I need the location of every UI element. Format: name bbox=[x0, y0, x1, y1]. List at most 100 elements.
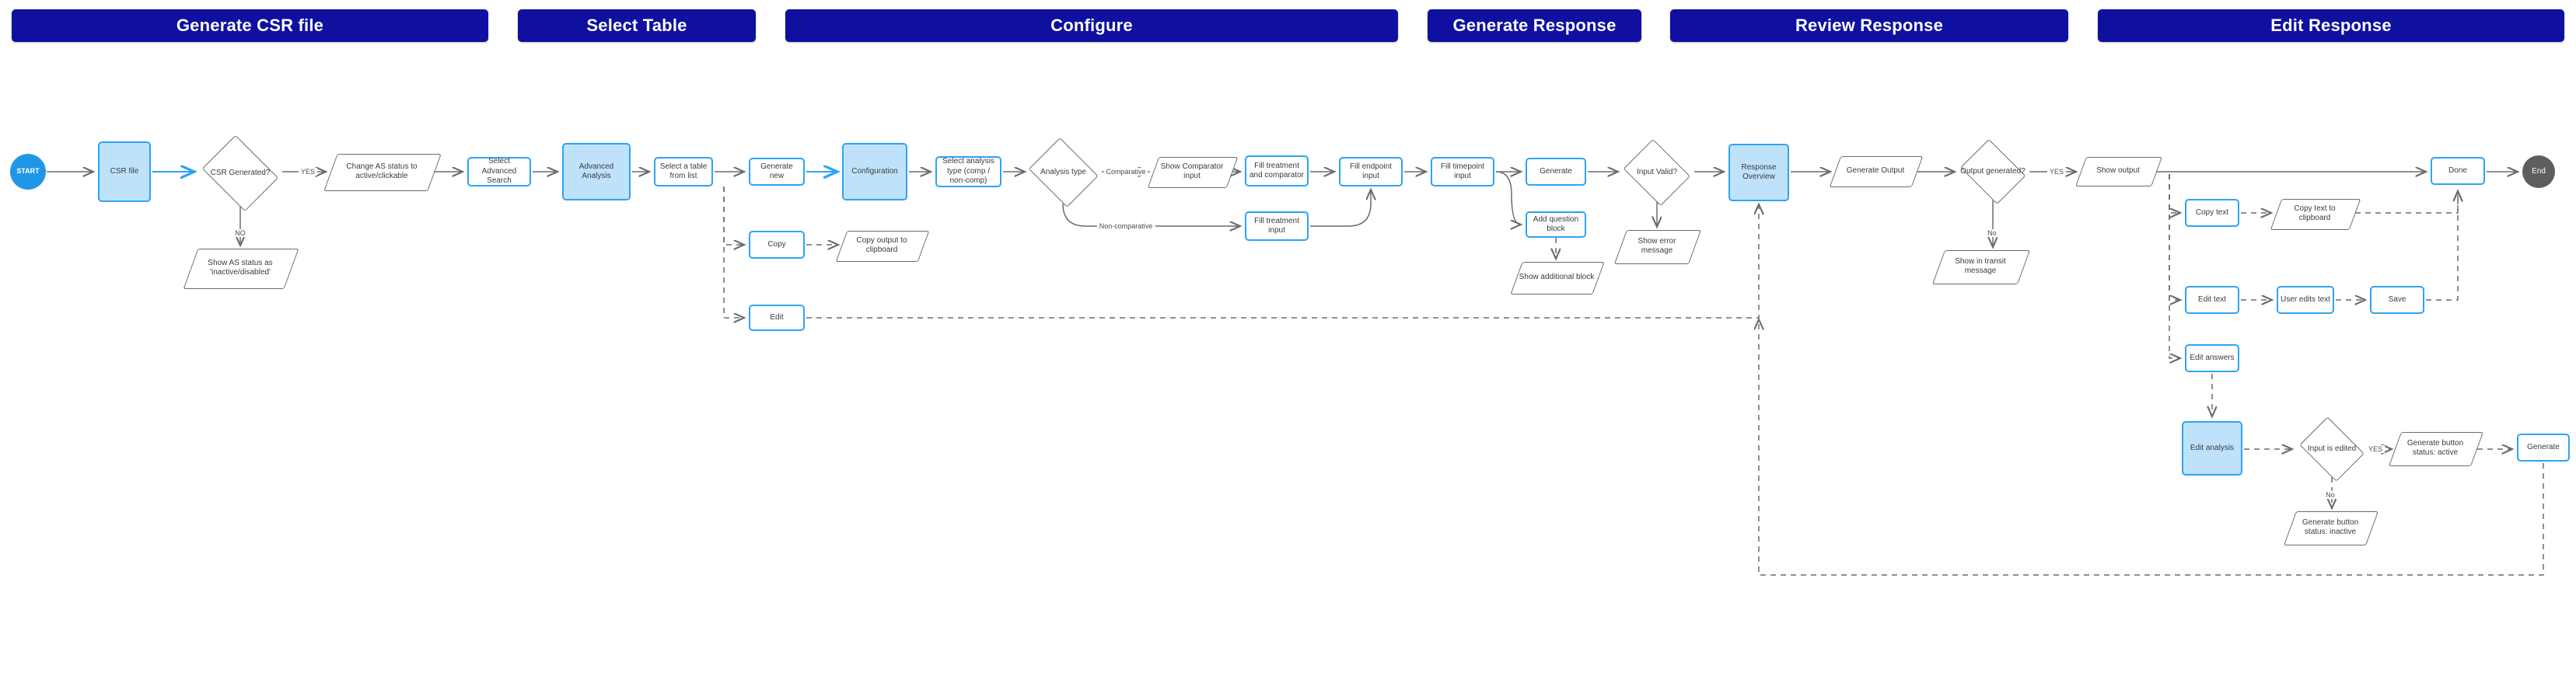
node-generate[interactable]: Generate bbox=[1526, 158, 1586, 186]
node-label: Generate button status: active bbox=[2406, 438, 2464, 458]
node-done[interactable]: Done bbox=[2431, 157, 2485, 185]
phase-banner-generate-csr-file[interactable]: Generate CSR file bbox=[12, 9, 488, 42]
node-output-generated[interactable]: Output generated? bbox=[1958, 138, 2028, 205]
edge-label-input-edited-no: No bbox=[2323, 491, 2337, 499]
node-select-table-from-list[interactable]: Select a table from list bbox=[654, 157, 713, 186]
node-copy-text-clipboard[interactable]: Copy text to clipboard bbox=[2270, 199, 2361, 230]
node-analysis-type[interactable]: Analysis type bbox=[1026, 138, 1100, 207]
node-label: Fill treatment and comparator bbox=[1249, 161, 1305, 180]
node-label: Configuration bbox=[851, 166, 898, 176]
node-label: Edit analysis bbox=[2190, 443, 2235, 452]
node-label: End bbox=[2532, 166, 2546, 176]
node-fill-treatment-comparator[interactable]: Fill treatment and comparator bbox=[1245, 155, 1309, 186]
node-label: Input is edited bbox=[2307, 444, 2357, 453]
node-show-error-message[interactable]: Show error message bbox=[1613, 230, 1702, 264]
edge-label-output-yes: YES bbox=[2046, 168, 2067, 176]
node-label: Generate new bbox=[760, 162, 793, 181]
node-fill-endpoint-input[interactable]: Fill endpoint input bbox=[1339, 157, 1403, 186]
node-generate-output[interactable]: Generate Output bbox=[1829, 156, 1924, 187]
node-label: Analysis type bbox=[1040, 167, 1086, 176]
node-copy-output-clipboard[interactable]: Copy output to clipboard bbox=[835, 231, 930, 262]
node-label: Select analysis type (comp / non-comp) bbox=[942, 157, 994, 186]
node-change-as-active[interactable]: Change AS status to active/clickable bbox=[323, 154, 442, 191]
node-label: User edits text bbox=[2281, 294, 2330, 304]
banner-label: Select Table bbox=[586, 16, 687, 35]
node-edit-analysis[interactable]: Edit analysis bbox=[2182, 421, 2242, 476]
node-label: CSR file bbox=[110, 166, 139, 176]
banner-label: Edit Response bbox=[2270, 16, 2392, 35]
node-label: Save bbox=[2388, 294, 2406, 304]
node-label: Input Valid? bbox=[1636, 167, 1678, 176]
node-edit-text[interactable]: Edit text bbox=[2185, 286, 2239, 314]
banner-label: Generate Response bbox=[1452, 16, 1617, 35]
node-label: Generate button status: inactive bbox=[2302, 517, 2359, 537]
node-label: Edit answers bbox=[2190, 353, 2235, 362]
node-label: Fill timepoint input bbox=[1440, 162, 1485, 181]
node-label: Edit bbox=[770, 312, 784, 322]
node-fill-treatment-input[interactable]: Fill treatment input bbox=[1245, 211, 1309, 241]
node-generate-button-inactive[interactable]: Generate button status: inactive bbox=[2283, 511, 2379, 545]
node-generate-new[interactable]: Generate new bbox=[749, 158, 805, 186]
node-label: START bbox=[16, 167, 40, 176]
node-show-output[interactable]: Show output bbox=[2075, 157, 2162, 186]
node-label: Change AS status to active/clickable bbox=[346, 162, 418, 181]
node-label: Done bbox=[2448, 166, 2467, 175]
node-label: Show additional block bbox=[1519, 272, 1595, 281]
phase-banner-configure[interactable]: Configure bbox=[785, 9, 1398, 42]
node-generate-button-active[interactable]: Generate button status: active bbox=[2388, 432, 2484, 466]
node-label: Add question block bbox=[1533, 214, 1579, 234]
node-label: Select a table from list bbox=[659, 162, 708, 181]
node-label: Fill treatment input bbox=[1254, 216, 1299, 235]
node-label: Generate Output bbox=[1846, 166, 1905, 175]
node-label: Show in transit message bbox=[1955, 256, 2006, 276]
node-select-analysis-type[interactable]: Select analysis type (comp / non-comp) bbox=[935, 156, 1001, 187]
node-save[interactable]: Save bbox=[2370, 286, 2424, 314]
node-csr-generated[interactable]: CSR Generated? bbox=[199, 134, 281, 212]
node-add-question-block[interactable]: Add question block bbox=[1526, 211, 1586, 238]
edge-label-comparative: Comparative bbox=[1103, 168, 1148, 176]
node-label: Edit text bbox=[2197, 294, 2227, 304]
node-label: Show Comparator input bbox=[1160, 162, 1224, 181]
phase-banner-review-response[interactable]: Review Response bbox=[1670, 9, 2068, 42]
node-edit[interactable]: Edit bbox=[749, 305, 805, 331]
node-show-additional-block[interactable]: Show additional block bbox=[1510, 262, 1605, 294]
node-configuration[interactable]: Configuration bbox=[842, 143, 907, 200]
banner-label: Generate CSR file bbox=[176, 16, 324, 35]
banner-label: Configure bbox=[1050, 16, 1133, 35]
node-generate-secondary[interactable]: Generate bbox=[2517, 434, 2570, 462]
node-label: Show output bbox=[2096, 166, 2140, 175]
node-show-as-inactive[interactable]: Show AS status as 'inactive/disabled' bbox=[183, 249, 299, 289]
node-label: Copy bbox=[767, 239, 786, 249]
node-csr-file[interactable]: CSR file bbox=[98, 141, 151, 202]
node-copy-text[interactable]: Copy text bbox=[2185, 199, 2239, 227]
edge-label-input-edited-yes: YES bbox=[2365, 445, 2386, 453]
banner-label: Review Response bbox=[1795, 16, 1944, 35]
edge-label-non-comparative: Non-comparative bbox=[1096, 222, 1155, 230]
node-show-in-transit[interactable]: Show in transit message bbox=[1931, 250, 2031, 284]
node-label: Copy output to clipboard bbox=[856, 235, 907, 255]
node-show-comparator-input[interactable]: Show Comparator input bbox=[1147, 157, 1239, 188]
edge-label-output-no: No bbox=[1985, 229, 1999, 237]
node-label: Fill endpoint input bbox=[1350, 162, 1392, 181]
node-label: Select Advanced Search bbox=[481, 157, 517, 186]
phase-banner-generate-response[interactable]: Generate Response bbox=[1428, 9, 1641, 42]
node-label: Advanced Analysis bbox=[578, 162, 614, 181]
node-label: Generate bbox=[2527, 442, 2560, 451]
node-select-advanced-search[interactable]: Select Advanced Search bbox=[467, 157, 531, 186]
phase-banner-edit-response[interactable]: Edit Response bbox=[2098, 9, 2564, 42]
node-fill-timepoint-input[interactable]: Fill timepoint input bbox=[1431, 157, 1494, 186]
node-label: Show AS status as 'inactive/disabled' bbox=[208, 258, 273, 277]
node-response-overview[interactable]: Response Overview bbox=[1728, 144, 1789, 201]
node-end[interactable]: End bbox=[2522, 155, 2555, 188]
node-start[interactable]: START bbox=[10, 154, 46, 190]
phase-banner-select-table[interactable]: Select Table bbox=[518, 9, 756, 42]
node-advanced-analysis[interactable]: Advanced Analysis bbox=[562, 143, 631, 200]
node-copy[interactable]: Copy bbox=[749, 231, 805, 259]
node-input-valid[interactable]: Input Valid? bbox=[1621, 138, 1693, 207]
node-label: Generate bbox=[1540, 166, 1572, 176]
node-edit-answers[interactable]: Edit answers bbox=[2185, 344, 2239, 372]
node-label: Copy text bbox=[2195, 207, 2229, 217]
node-input-is-edited[interactable]: Input is edited bbox=[2297, 416, 2367, 482]
node-user-edits-text[interactable]: User edits text bbox=[2277, 286, 2334, 314]
